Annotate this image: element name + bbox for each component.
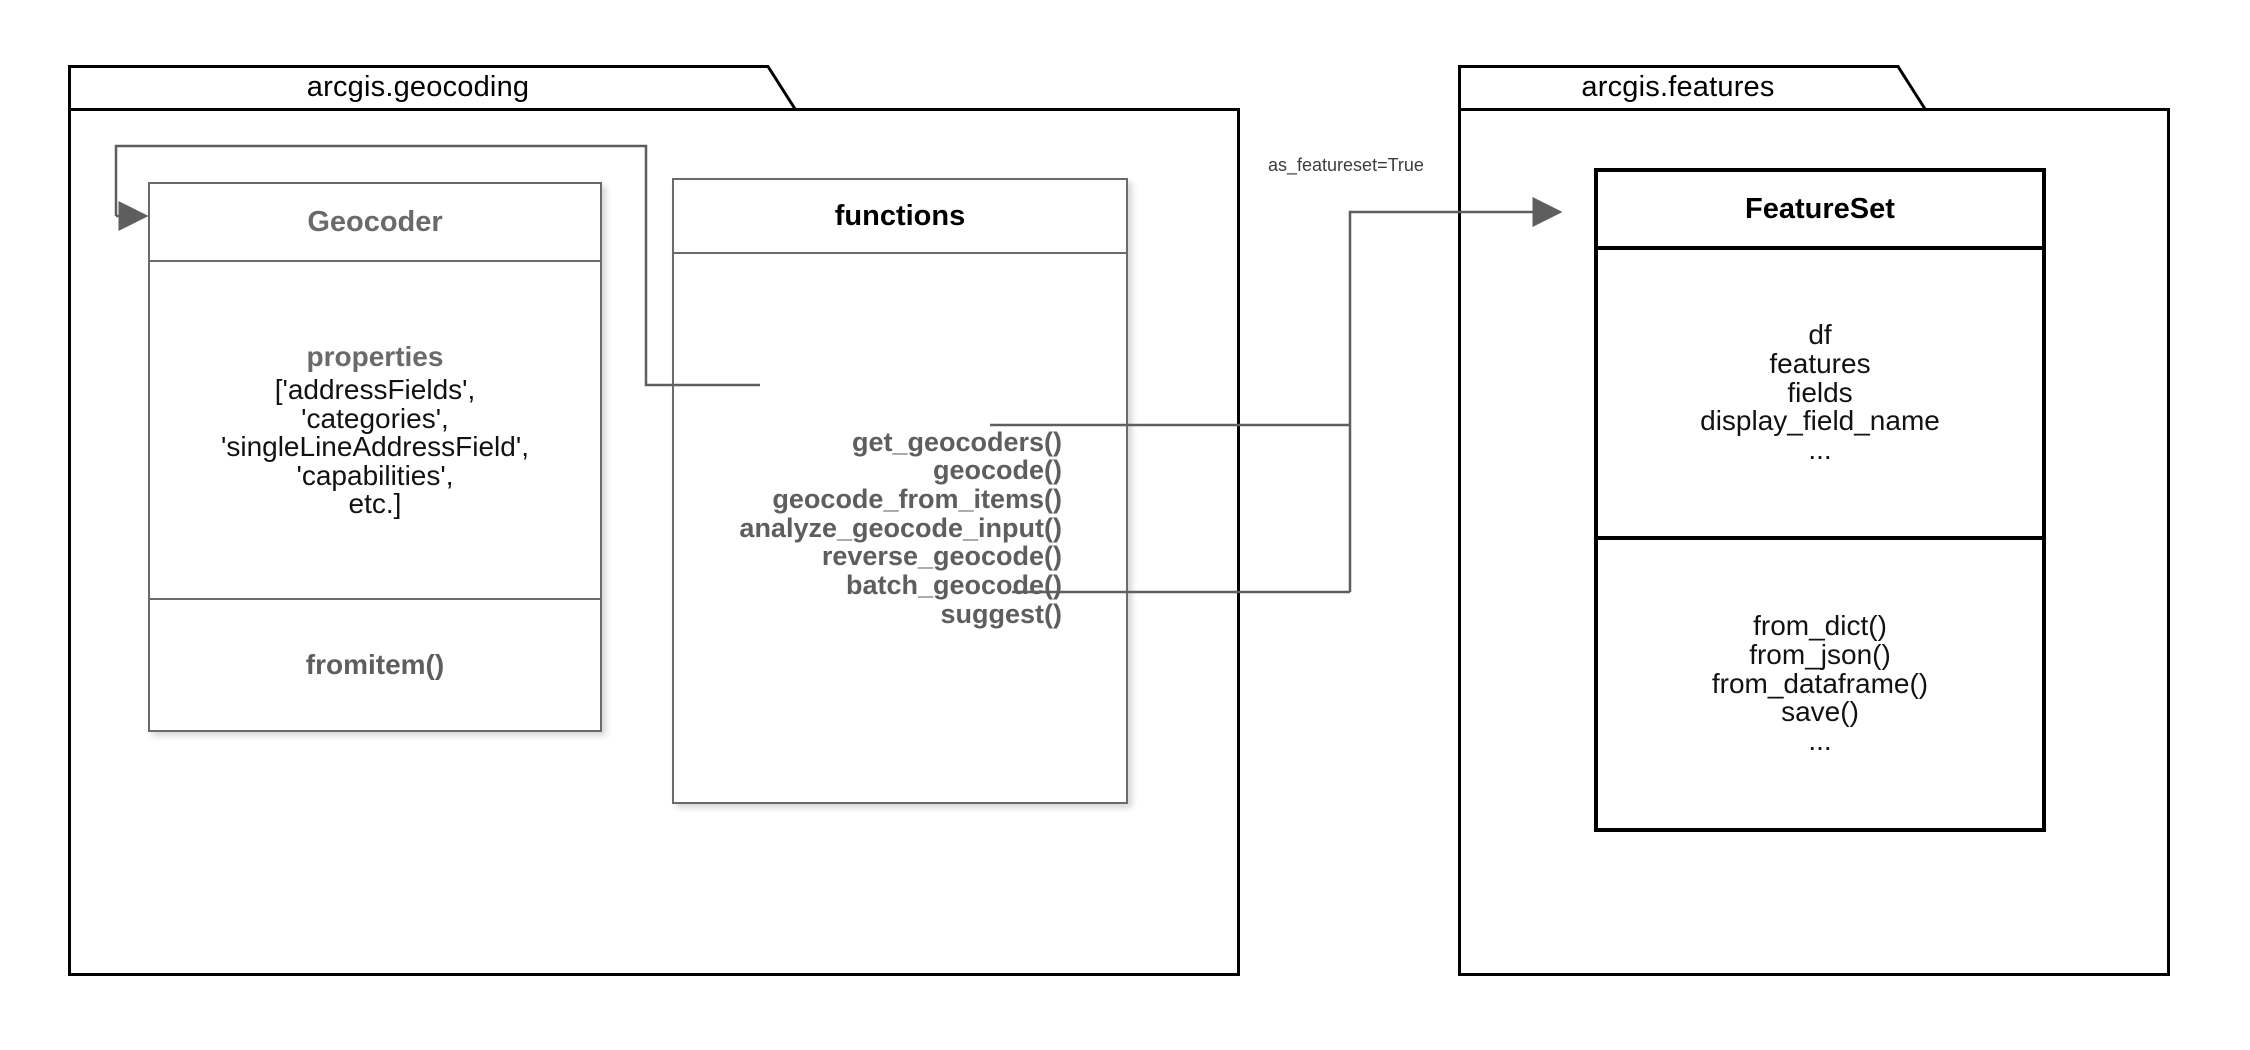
connector-label-as-featureset: as_featureset=True [1268,155,1424,175]
geocoder-property-item: 'singleLineAddressField', [221,431,529,463]
featureset-attributes-section: df features fields display_field_name ..… [1598,246,2042,536]
class-box-geocoder[interactable]: Geocoder properties ['addressFields', 'c… [148,182,602,732]
function-item-geocode-from-items[interactable]: geocode_from_items() [772,484,1062,515]
featureset-method-from-dict[interactable]: from_dict() [1753,609,1887,641]
geocoder-method-fromitem[interactable]: fromitem() [305,649,445,680]
featureset-method-from-json[interactable]: from_json() [1749,638,1891,670]
function-item-batch-geocode[interactable]: batch_geocode() [845,569,1062,600]
featureset-method-save[interactable]: save() [1781,696,1859,728]
functions-title-section: functions [674,180,1126,252]
package-tab-features: arcgis.features [1458,64,1928,112]
geocoder-properties-header: properties [306,341,444,373]
geocoder-properties-section: properties ['addressFields', 'categories… [150,260,600,598]
geocoder-methods-section: fromitem() [150,598,600,730]
function-item-suggest[interactable]: suggest() [940,598,1063,629]
featureset-attribute-item: df [1808,318,1832,350]
featureset-attribute-item: features [1769,347,1871,379]
functions-methods-section: get_geocoders() geocode() geocode_from_i… [674,252,1126,802]
class-box-featureset[interactable]: FeatureSet df features fields display_fi… [1594,168,2046,832]
featureset-attribute-item: ... [1808,434,1832,466]
featureset-method-ellipsis: ... [1808,725,1832,757]
function-item-analyze-geocode-input[interactable]: analyze_geocode_input() [739,512,1062,543]
featureset-methods-section: from_dict() from_json() from_dataframe()… [1598,536,2042,828]
geocoder-property-item: ['addressFields', [274,374,476,406]
geocoder-property-item: etc.] [348,488,402,520]
function-item-geocode[interactable]: geocode() [932,455,1062,486]
function-item-get-geocoders[interactable]: get_geocoders() [851,426,1062,457]
class-title-featureset: FeatureSet [1745,192,1895,225]
package-title-geocoding: arcgis.geocoding [306,70,530,103]
class-title-geocoder: Geocoder [307,205,443,238]
class-box-functions[interactable]: functions get_geocoders() geocode() geoc… [672,178,1128,804]
function-item-reverse-geocode[interactable]: reverse_geocode() [821,541,1062,572]
package-title-features: arcgis.features [1581,70,1775,103]
featureset-attribute-item: display_field_name [1700,405,1940,437]
geocoder-property-item: 'capabilities', [296,459,454,491]
class-title-functions: functions [834,199,966,232]
featureset-title-section: FeatureSet [1598,172,2042,246]
package-tab-geocoding: arcgis.geocoding [68,64,798,112]
geocoder-property-item: 'categories', [301,402,449,434]
featureset-attribute-item: fields [1787,376,1853,408]
geocoder-title-section: Geocoder [150,184,600,260]
featureset-method-from-dataframe[interactable]: from_dataframe() [1711,667,1929,699]
